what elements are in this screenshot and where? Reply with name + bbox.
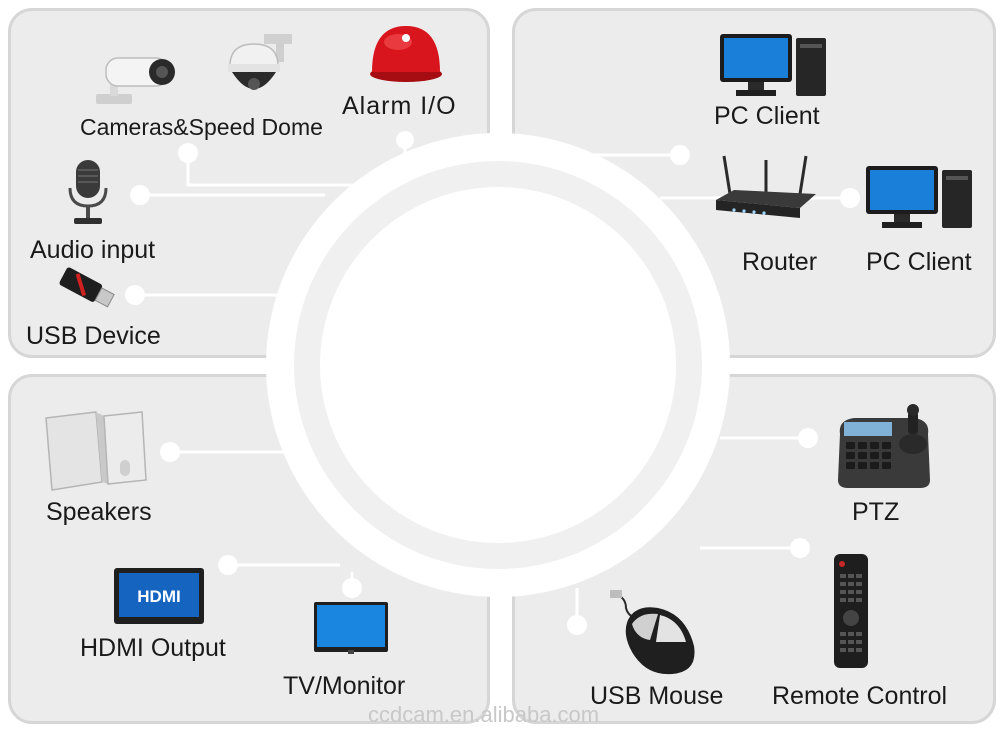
bullet-camera-icon <box>96 57 175 104</box>
dot-alarm <box>396 131 414 149</box>
usb-stick-icon <box>59 267 115 308</box>
speed-dome-icon <box>228 34 292 90</box>
pc-client-right-icon <box>866 166 972 228</box>
label-cameras-speed-dome: Cameras&Speed Dome <box>80 114 323 140</box>
usb-mouse-icon <box>610 590 695 675</box>
tv-monitor-icon <box>314 602 388 654</box>
dot-usb-device <box>125 285 145 305</box>
dot-speakers <box>160 442 180 462</box>
hdmi-monitor-icon: HDMI <box>114 568 204 624</box>
dot-hdmi <box>218 555 238 575</box>
microphone-icon <box>68 160 108 224</box>
label-speakers: Speakers <box>46 498 152 526</box>
dot-audio <box>130 185 150 205</box>
label-alarm-io: Alarm I/O <box>342 92 457 120</box>
label-ptz: PTZ <box>852 498 900 526</box>
label-hdmi-output: HDMI Output <box>80 634 226 662</box>
line-cameras <box>186 153 360 187</box>
dot-pc-client-top <box>670 145 690 165</box>
hdmi-screen-text: HDMI <box>137 587 180 606</box>
label-router: Router <box>742 248 818 276</box>
alarm-bell-icon <box>370 26 442 82</box>
dot-cameras <box>178 143 198 163</box>
dot-remote <box>790 538 810 558</box>
speakers-icon <box>45 411 147 491</box>
label-usb-mouse: USB Mouse <box>590 682 724 710</box>
hub-center <box>320 187 676 543</box>
router-icon <box>716 155 816 218</box>
label-tv-monitor: TV/Monitor <box>283 672 406 700</box>
label-pc-client-top: PC Client <box>714 102 820 130</box>
ptz-keyboard-icon <box>838 404 930 488</box>
remote-control-icon <box>834 554 868 668</box>
label-pc-client-right: PC Client <box>866 248 972 276</box>
label-audio-input: Audio input <box>30 236 156 264</box>
dot-tv <box>342 578 362 598</box>
dot-router <box>840 188 860 208</box>
label-usb-device: USB Device <box>26 322 161 350</box>
dot-ptz <box>798 428 818 448</box>
watermark: ccdcam.en.alibaba.com <box>368 702 600 727</box>
dot-mouse <box>567 615 587 635</box>
pc-client-top-icon <box>720 34 826 96</box>
label-remote-control: Remote Control <box>772 682 948 710</box>
